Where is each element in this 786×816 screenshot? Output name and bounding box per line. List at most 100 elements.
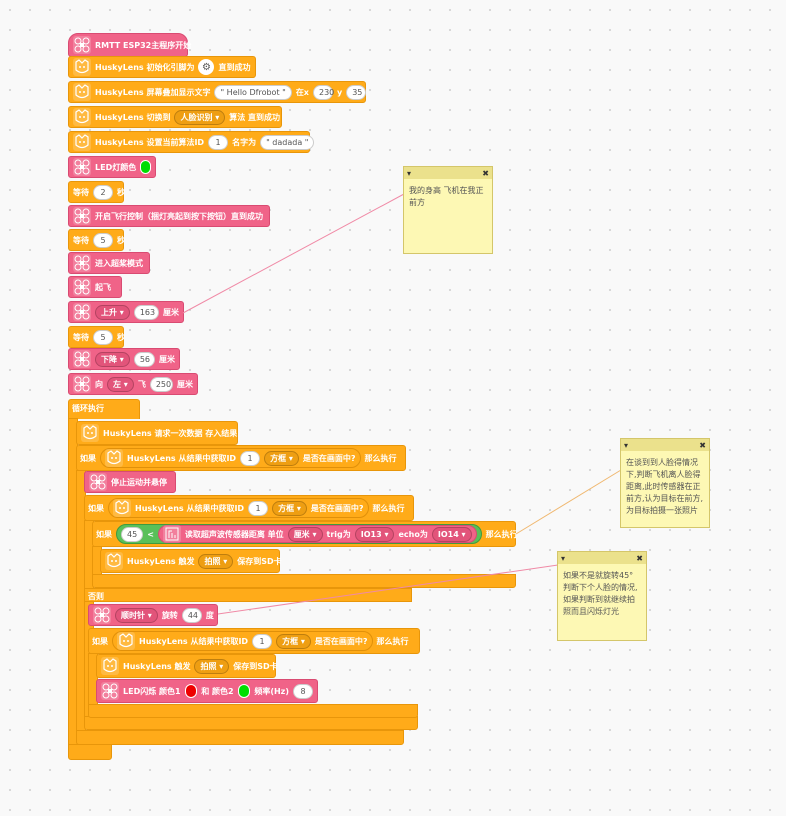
stop-hover-block[interactable]: 停止运动并悬停 <box>84 471 176 493</box>
paddle-mode-block[interactable]: 进入超桨模式 <box>68 252 150 274</box>
husky-photo-block-2[interactable]: HuskyLens 触发 拍照 ▾ 保存到SD卡 <box>96 654 278 678</box>
drone-icon <box>73 254 91 272</box>
echo-pin-dropdown[interactable]: IO14 ▾ <box>431 526 472 542</box>
husky-photo-block-1[interactable]: HuskyLens 触发 拍照 ▾ 保存到SD卡 <box>100 549 282 573</box>
photo-mode-dropdown[interactable]: 拍照 ▾ <box>198 553 234 569</box>
collapse-icon[interactable]: ▾ <box>561 553 566 563</box>
wait-block-2[interactable]: 等待 5 秒 <box>68 229 125 251</box>
id-input[interactable]: 1 <box>240 450 261 466</box>
fly-block[interactable]: 向 左 ▾ 飞 250 厘米 <box>68 373 198 395</box>
flight-control-block[interactable]: 开启飞行控制（捆灯亮起到按下按钮）直到成功 <box>68 205 270 227</box>
drone-icon <box>73 36 91 54</box>
wait-block-1[interactable]: 等待 2 秒 <box>68 181 125 203</box>
name-input[interactable]: " dadada " <box>260 134 315 150</box>
collapse-icon[interactable]: ▾ <box>407 168 412 178</box>
start-label: RMTT ESP32主程序开始 <box>95 40 192 50</box>
note-text[interactable]: 在谈到到人脸得情况下,判断飞机离人脸得距离,此时传感器在正前方,认为目标在前方,… <box>626 458 704 515</box>
wait-block-3[interactable]: 等待 5 秒 <box>68 326 125 348</box>
id-input[interactable]: 1 <box>252 633 273 649</box>
note-text[interactable]: 如果不是就旋转45°判断下个人脸的情况,如果判断到就继续拍照而且闪烁灯光 <box>563 571 638 616</box>
wait-seconds-input[interactable]: 5 <box>93 329 113 345</box>
led-blink-block[interactable]: LED闪烁 颜色1 和 颜色2 频率(Hz) 8 <box>96 679 318 703</box>
shape-dropdown[interactable]: 方框 ▾ <box>264 450 299 466</box>
trig-pin-dropdown[interactable]: IO13 ▾ <box>354 526 395 542</box>
led-color-block[interactable]: LED灯颜色 <box>68 156 156 178</box>
huskylens-icon <box>73 83 91 101</box>
huskylens-icon <box>101 657 119 675</box>
husky-osd-block[interactable]: HuskyLens 屏幕叠加显示文字 " Hello Dfrobot " 在x … <box>68 81 367 103</box>
drone-icon <box>93 606 111 624</box>
husky-request-block[interactable]: HuskyLens 请求一次数据 存入结果 <box>76 421 238 445</box>
osd-x-input[interactable]: 230 <box>312 84 334 100</box>
distance-input[interactable]: 163 <box>133 304 159 320</box>
if1-row: 如果 HuskyLens 从结果中获取ID 1 方框 ▾ 是否在画面中? 那么执… <box>76 447 406 469</box>
takeoff-block[interactable]: 起飞 <box>68 276 122 298</box>
compare-value-input[interactable]: 45 <box>121 526 144 542</box>
drone-icon <box>73 207 91 225</box>
osd-y-input[interactable]: 35 <box>346 84 367 100</box>
shape-dropdown[interactable]: 方框 ▾ <box>276 633 311 649</box>
direction-dropdown[interactable]: 下降 ▾ <box>95 351 130 367</box>
if1-bottom <box>76 730 404 745</box>
note-header[interactable]: ▾✖ <box>621 439 709 451</box>
rotate-block[interactable]: 顺时针 ▾ 旋转 44 度 <box>88 604 218 626</box>
wait-seconds-input[interactable]: 5 <box>93 232 113 248</box>
note-header[interactable]: ▾✖ <box>558 552 646 564</box>
id-input[interactable]: 1 <box>248 500 269 516</box>
fly-direction-dropdown[interactable]: 左 ▾ <box>107 376 134 392</box>
forever-label: 循环执行 <box>72 404 104 413</box>
wait-seconds-input[interactable]: 2 <box>93 184 113 200</box>
compare-operator[interactable]: 45 < 读取超声波传感器距离 单位 厘米 ▾ trig为 IO13 ▾ ech… <box>116 524 482 544</box>
if3-row: 如果 45 < 读取超声波传感器距离 单位 厘米 ▾ trig为 IO13 ▾ … <box>92 523 518 545</box>
if2-row: 如果 HuskyLens 从结果中获取ID 1 方框 ▾ 是否在画面中? 那么执… <box>84 497 414 519</box>
rotate-direction-dropdown[interactable]: 顺时针 ▾ <box>115 607 158 623</box>
collapse-icon[interactable]: ▾ <box>624 440 629 450</box>
descend-block[interactable]: 下降 ▾ 56 厘米 <box>68 348 180 370</box>
if2-condition[interactable]: HuskyLens 从结果中获取ID 1 方框 ▾ 是否在画面中? <box>108 498 369 518</box>
comment-note-3[interactable]: ▾✖ 如果不是就旋转45°判断下个人脸的情况,如果判断到就继续拍照而且闪烁灯光 <box>557 551 647 641</box>
distance-input[interactable]: 56 <box>133 351 155 367</box>
osd-text-input[interactable]: " Hello Dfrobot " <box>214 84 292 100</box>
else-label-overlay: 否则 <box>88 592 104 601</box>
note-text[interactable]: 我的身高 飞机在我正前方 <box>409 186 484 207</box>
unit-dropdown[interactable]: 厘米 ▾ <box>287 526 323 542</box>
husky-switch-block[interactable]: HuskyLens 切换到 人脸识别 ▾ 算法 直到成功 <box>68 106 282 128</box>
blink-color1-swatch[interactable] <box>184 684 198 698</box>
if4-condition[interactable]: HuskyLens 从结果中获取ID 1 方框 ▾ 是否在画面中? <box>112 631 373 651</box>
rotate-angle-input[interactable]: 44 <box>181 607 202 623</box>
close-icon[interactable]: ✖ <box>699 440 706 450</box>
start-block[interactable]: RMTT ESP32主程序开始 <box>68 33 192 57</box>
if2-bottom <box>84 716 418 730</box>
husky-setname-block[interactable]: HuskyLens 设置当前算法ID 1 名字为 " dadada " <box>68 131 315 153</box>
if3-bottom <box>92 574 516 588</box>
ultrasonic-reporter[interactable]: 读取超声波传感器距离 单位 厘米 ▾ trig为 IO13 ▾ echo为 IO… <box>157 525 477 543</box>
drone-icon <box>73 303 91 321</box>
gear-icon[interactable]: ⚙ <box>198 59 215 75</box>
close-icon[interactable]: ✖ <box>636 553 643 563</box>
algo-id-input[interactable]: 1 <box>208 134 229 150</box>
comment-note-1[interactable]: ▾✖ 我的身高 飞机在我正前方 <box>403 166 493 254</box>
if4-row: 如果 HuskyLens 从结果中获取ID 1 方框 ▾ 是否在画面中? 那么执… <box>88 630 420 652</box>
distance-input[interactable]: 250 <box>149 376 173 392</box>
drone-icon <box>89 473 107 491</box>
forever-loop-block[interactable] <box>68 399 140 419</box>
direction-dropdown[interactable]: 上升 ▾ <box>95 304 130 320</box>
if1-condition[interactable]: HuskyLens 从结果中获取ID 1 方框 ▾ 是否在画面中? <box>100 448 361 468</box>
note-link-2 <box>515 469 622 535</box>
note-header[interactable]: ▾✖ <box>404 167 492 179</box>
husky-init-block[interactable]: HuskyLens 初始化引脚为 ⚙ 直到成功 <box>68 56 256 78</box>
blink-frequency-input[interactable]: 8 <box>293 683 313 699</box>
ascend-block[interactable]: 上升 ▾ 163 厘米 <box>68 301 184 323</box>
forever-loop-bottom <box>68 744 112 760</box>
photo-mode-dropdown[interactable]: 拍照 ▾ <box>194 658 230 674</box>
comment-note-2[interactable]: ▾✖ 在谈到到人脸得情况下,判断飞机离人脸得距离,此时传感器在正前方,认为目标在… <box>620 438 710 528</box>
led-color-swatch[interactable] <box>140 160 151 174</box>
drone-icon <box>73 375 91 393</box>
blink-color2-swatch[interactable] <box>237 684 251 698</box>
huskylens-icon <box>73 108 91 126</box>
close-icon[interactable]: ✖ <box>482 168 489 178</box>
algorithm-dropdown[interactable]: 人脸识别 ▾ <box>174 109 226 125</box>
shape-dropdown[interactable]: 方框 ▾ <box>272 500 307 516</box>
ultrasonic-sensor-icon <box>162 525 181 543</box>
huskylens-icon <box>113 499 131 517</box>
